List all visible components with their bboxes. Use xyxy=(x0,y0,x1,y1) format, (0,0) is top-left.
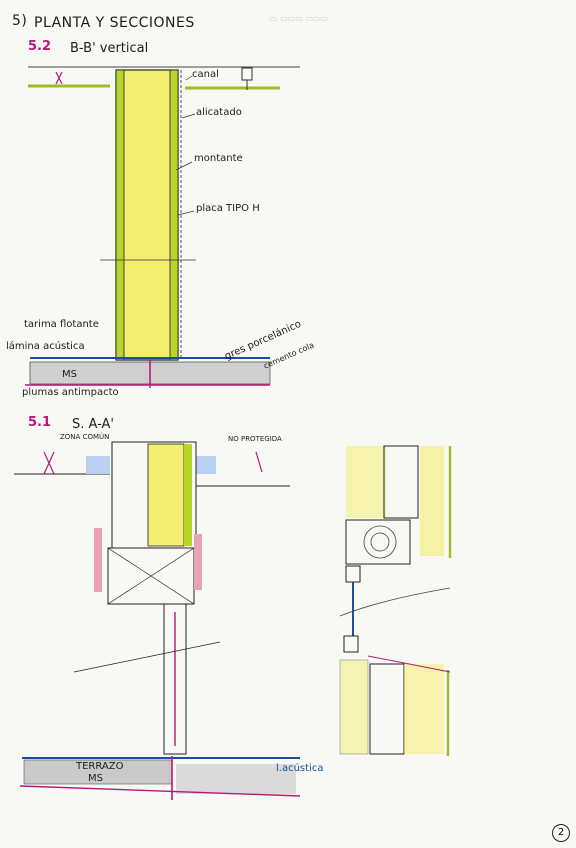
plan-wall-upper xyxy=(346,446,386,518)
label-ms-51: MS xyxy=(88,773,103,784)
plasterboard-left xyxy=(115,69,125,361)
frame-pink-right xyxy=(194,534,202,590)
plan-connector xyxy=(345,565,361,583)
lintel-diagonal xyxy=(107,547,195,605)
plan-wall-frame xyxy=(383,445,419,519)
label-no-protegida: NO PROTEGIDA xyxy=(228,435,282,443)
slab-blue-fill-right xyxy=(196,456,216,474)
detail-52-drawing xyxy=(25,66,300,388)
label-terrazo: TERRAZO xyxy=(76,761,124,772)
label-tarima: tarima flotante xyxy=(24,319,99,330)
leader-placa xyxy=(177,210,195,216)
plasterboard-right xyxy=(169,69,179,361)
leader-canal xyxy=(185,75,193,81)
floor-terrazo xyxy=(23,759,173,785)
label-plumas: plumas antimpacto xyxy=(22,387,119,398)
spiral-icon xyxy=(363,525,397,559)
plan-connector xyxy=(343,635,359,653)
anchor-mark xyxy=(255,451,263,473)
label-zona-comun: ZONA COMÚN xyxy=(60,433,110,441)
detail-51-number: 5.1 xyxy=(28,415,52,430)
plasterboard xyxy=(184,444,192,546)
label-montante: montante xyxy=(194,153,243,164)
door-leaf xyxy=(163,603,187,755)
spiral-icon-inner xyxy=(370,532,390,552)
leader-alicatado xyxy=(181,113,196,119)
floor-slab-right xyxy=(176,764,296,794)
label-lacustica: l.acústica xyxy=(276,763,324,774)
leader-montante xyxy=(175,161,193,171)
plan-wall-lower-frame xyxy=(369,663,405,755)
plan-wall-lower xyxy=(339,659,369,755)
impact-layer xyxy=(19,785,301,797)
label-placa: placa TIPO H xyxy=(196,203,260,214)
bleed-through-text: ▭ ▭▭▭ ▭▭▭ xyxy=(270,14,328,23)
section-number: 5) xyxy=(12,13,28,29)
label-alicatado: alicatado xyxy=(196,107,242,118)
plan-insulation-lower xyxy=(404,664,444,754)
hanger-icon xyxy=(241,67,253,81)
page-number: 2 xyxy=(552,824,570,842)
wall-insulation xyxy=(115,69,179,361)
label-canal: canal xyxy=(192,69,219,80)
detail-52-title: B-B' vertical xyxy=(70,41,149,56)
anchor-mark xyxy=(55,71,63,85)
frame-pink-left xyxy=(94,528,102,592)
detail-52-number: 5.2 xyxy=(28,39,52,54)
plan-curve xyxy=(339,587,451,617)
plan-insulation xyxy=(420,446,444,556)
slab-blue-fill-left xyxy=(86,456,110,474)
wall-insulation xyxy=(147,443,185,547)
section-title: PLANTA Y SECCIONES xyxy=(34,15,195,31)
detail-51-title: S. A-A' xyxy=(72,417,114,432)
break-line xyxy=(73,641,221,673)
plan-magenta-line xyxy=(367,655,451,673)
label-ms-52: MS xyxy=(62,369,77,380)
anchor-mark xyxy=(43,451,55,475)
detail-51-drawing xyxy=(14,441,452,800)
plan-pipe-box xyxy=(345,519,411,565)
label-lamina: lámina acústica xyxy=(6,341,85,352)
